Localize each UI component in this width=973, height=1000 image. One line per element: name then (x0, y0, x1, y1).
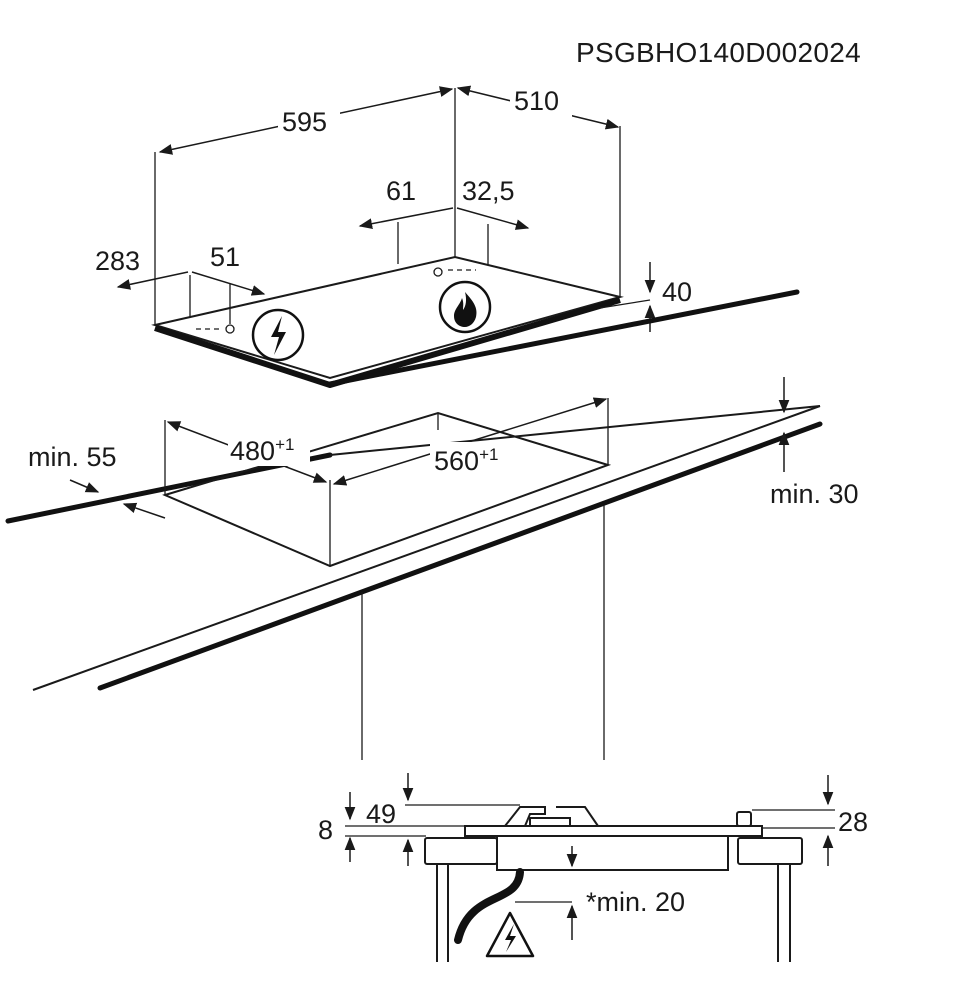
worktop (5, 289, 823, 691)
gas-connection-point (433, 267, 443, 277)
dim-40-label: 40 (662, 277, 692, 307)
electric-warning-icon (485, 911, 535, 958)
dim-283-line (116, 271, 189, 290)
dim-510-label: 510 (514, 86, 559, 116)
cutout (162, 398, 612, 568)
section-view (424, 806, 803, 962)
dim-min20-label: *min. 20 (586, 887, 685, 917)
dim-61-line (358, 207, 454, 229)
electric-connection-point (225, 324, 235, 334)
dim-560-label: 560+1 (434, 445, 498, 476)
dim-560-line (332, 397, 608, 486)
dim-28-label: 28 (838, 807, 868, 837)
dim-32-5-label: 32,5 (462, 176, 515, 206)
electric-symbol-icon (251, 308, 305, 362)
min-55-label: min. 55 (28, 442, 117, 472)
dim-32-5-line (456, 207, 530, 230)
dim-61-label: 61 (386, 176, 416, 206)
dim-51-line (191, 271, 266, 296)
dim-8-label: 8 (318, 815, 333, 845)
hob-top-view (151, 255, 651, 388)
dim-283-label: 283 (95, 246, 140, 276)
gas-flame-icon (438, 280, 492, 334)
dim-480-label: 480+1 (230, 435, 294, 466)
dim-49-label: 49 (366, 799, 396, 829)
dim-595-label: 595 (282, 107, 327, 137)
hob-rim (599, 299, 651, 309)
diagram-code: PSGBHO140D002024 (576, 37, 861, 68)
min-55-arrow-bottom (122, 502, 166, 519)
min-55-arrow-top (69, 479, 100, 493)
min-30-label: min. 30 (770, 479, 859, 509)
dim-51-label: 51 (210, 242, 240, 272)
